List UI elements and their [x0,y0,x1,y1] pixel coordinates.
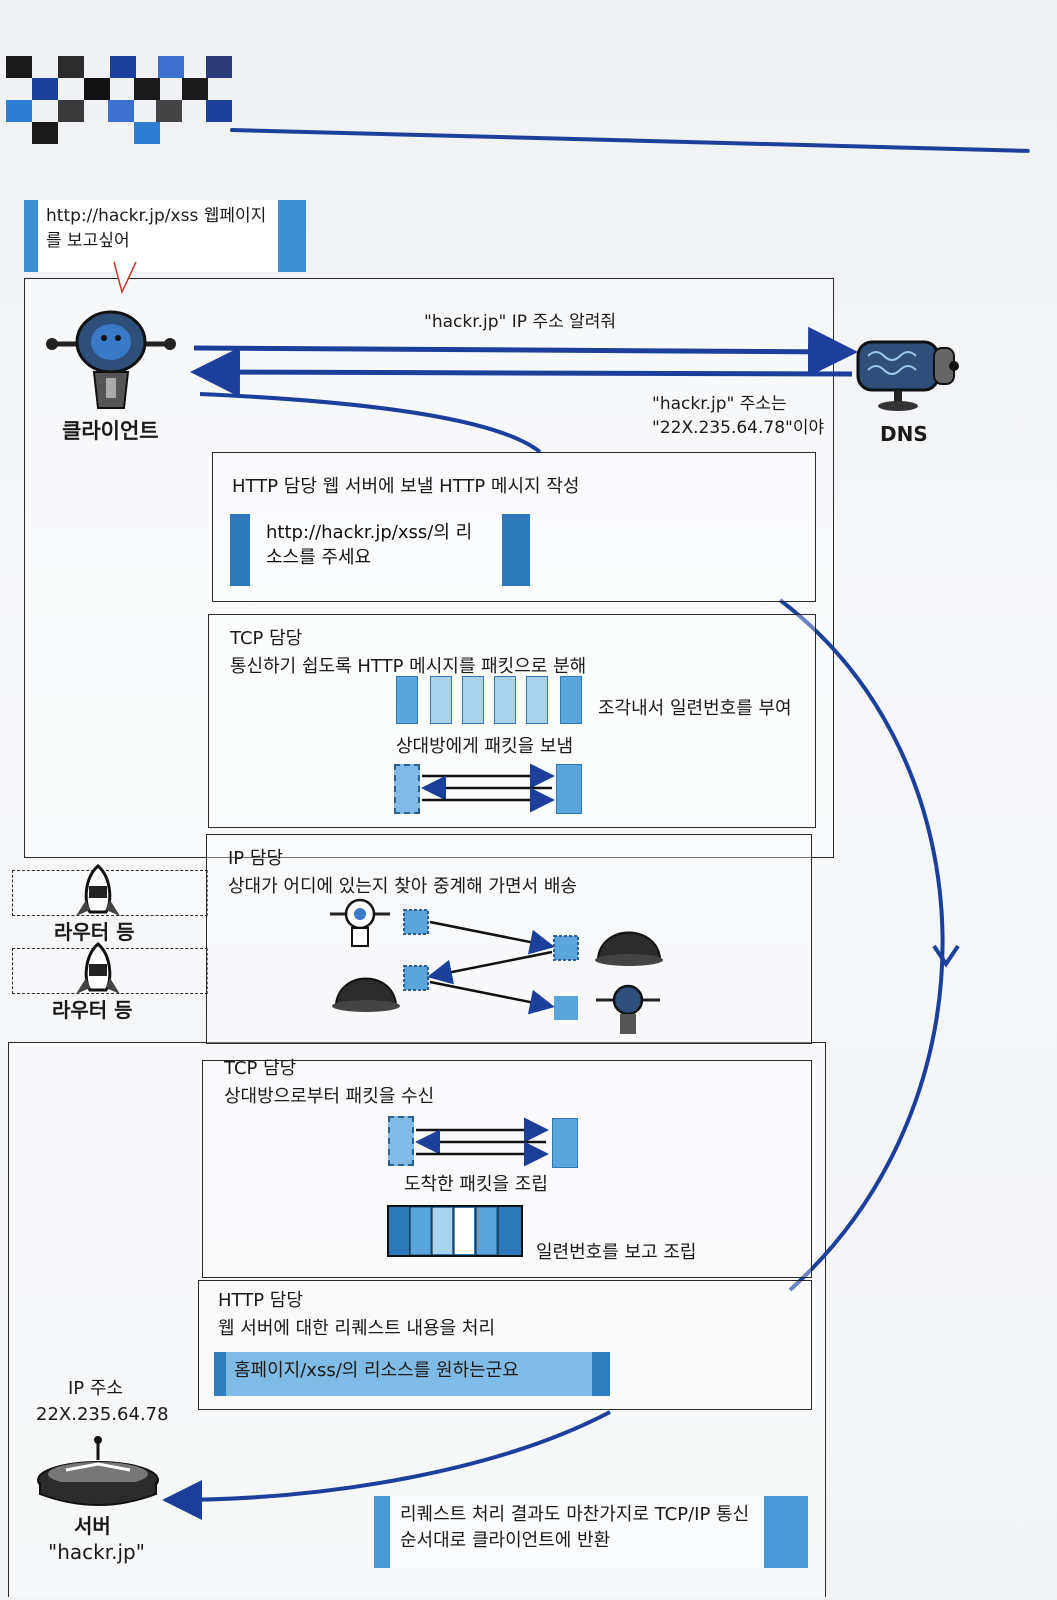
packet [526,676,548,724]
footer-note: 리퀘스트 처리 결과도 마찬가지로 TCP/IP 통신 순서대로 클라이언트에 … [374,1496,808,1568]
router-rocket-icon [76,942,120,994]
ip-title: IP 담당 [228,848,284,869]
server-host: "hackr.jp" [48,1540,145,1564]
packet [494,676,516,724]
tcp-assemble-label: 도착한 패킷을 조립 [404,1174,548,1195]
http-server-desc: 웹 서버에 대한 리퀘스트 내용을 처리 [218,1318,496,1339]
http-client-title: HTTP 담당 웹 서버에 보낼 HTTP 메시지 작성 [232,476,580,497]
footer-note-line2: 순서대로 클라이언트에 반환 [400,1530,611,1552]
packet [396,676,418,724]
dns-server-icon [856,340,959,411]
ip-relay-diagram [330,898,663,1034]
router-label-2: 라우터 등 [52,998,133,1022]
http-server-message-text: 홈페이지/xss/의 리소스를 원하는군요 [234,1360,519,1381]
ip-desc: 상대가 어디에 있는지 찾아 중계해 가면서 배송 [228,876,577,897]
packet-sender [394,764,420,814]
client-label: 클라이언트 [62,419,159,443]
tcp-receive-arrows [415,1117,549,1167]
speech-tail [113,261,137,295]
tcp-order-label: 일련번호를 보고 조립 [536,1242,697,1263]
http-server-title: HTTP 담당 [218,1290,303,1311]
dns-label: DNS [880,422,928,446]
tcp-server-desc: 상대방으로부터 패킷을 수신 [224,1086,435,1107]
server-disc-icon [37,1436,159,1506]
packet-sender [388,1116,414,1166]
tcp-send-label: 상대방에게 패킷을 보냄 [396,736,574,757]
client-speech-text: http://hackr.jp/xss 웹페이지를 보고싶어 [46,206,267,251]
packet [462,676,484,724]
footer-note-line1: 리퀘스트 처리 결과도 마찬가지로 TCP/IP 통신 [400,1504,750,1525]
http-client-message: http://hackr.jp/xss/의 리소스를 주세요 [230,514,530,586]
client-speech-bubble: http://hackr.jp/xss 웹페이지를 보고싶어 [24,200,306,272]
http-client-message-text: http://hackr.jp/xss/의 리소스를 주세요 [266,522,473,569]
server-ip-label: IP 주소 [68,1378,124,1399]
dns-query-text: "hackr.jp" IP 주소 알려줘 [424,312,617,332]
tcp-client-desc: 통신하기 쉽도록 HTTP 메시지를 패킷으로 분해 [230,656,587,677]
tcp-send-arrows [421,763,555,813]
tcp-client-title: TCP 담당 [230,628,303,649]
packet [430,676,452,724]
router-rocket-icon [76,864,120,916]
header-pattern [0,40,240,144]
server-label: 서버 [74,1514,111,1538]
tcp-server-title: TCP 담당 [224,1058,297,1079]
client-robot-icon [46,310,176,409]
assembled-packets [387,1205,523,1257]
tcp-split-label: 조각내서 일련번호를 부여 [598,698,792,719]
http-server-message: 홈페이지/xss/의 리소스를 원하는군요 [214,1352,610,1396]
server-ip-value: 22X.235.64.78 [36,1404,169,1425]
dns-answer-line2: "22X.235.64.78"이야 [652,418,825,438]
packet-receiver [552,1118,578,1168]
dns-answer-line1: "hackr.jp" 주소는 [652,394,787,414]
packet [560,676,582,724]
packet-receiver [556,764,582,814]
router-label-1: 라우터 등 [54,920,135,944]
